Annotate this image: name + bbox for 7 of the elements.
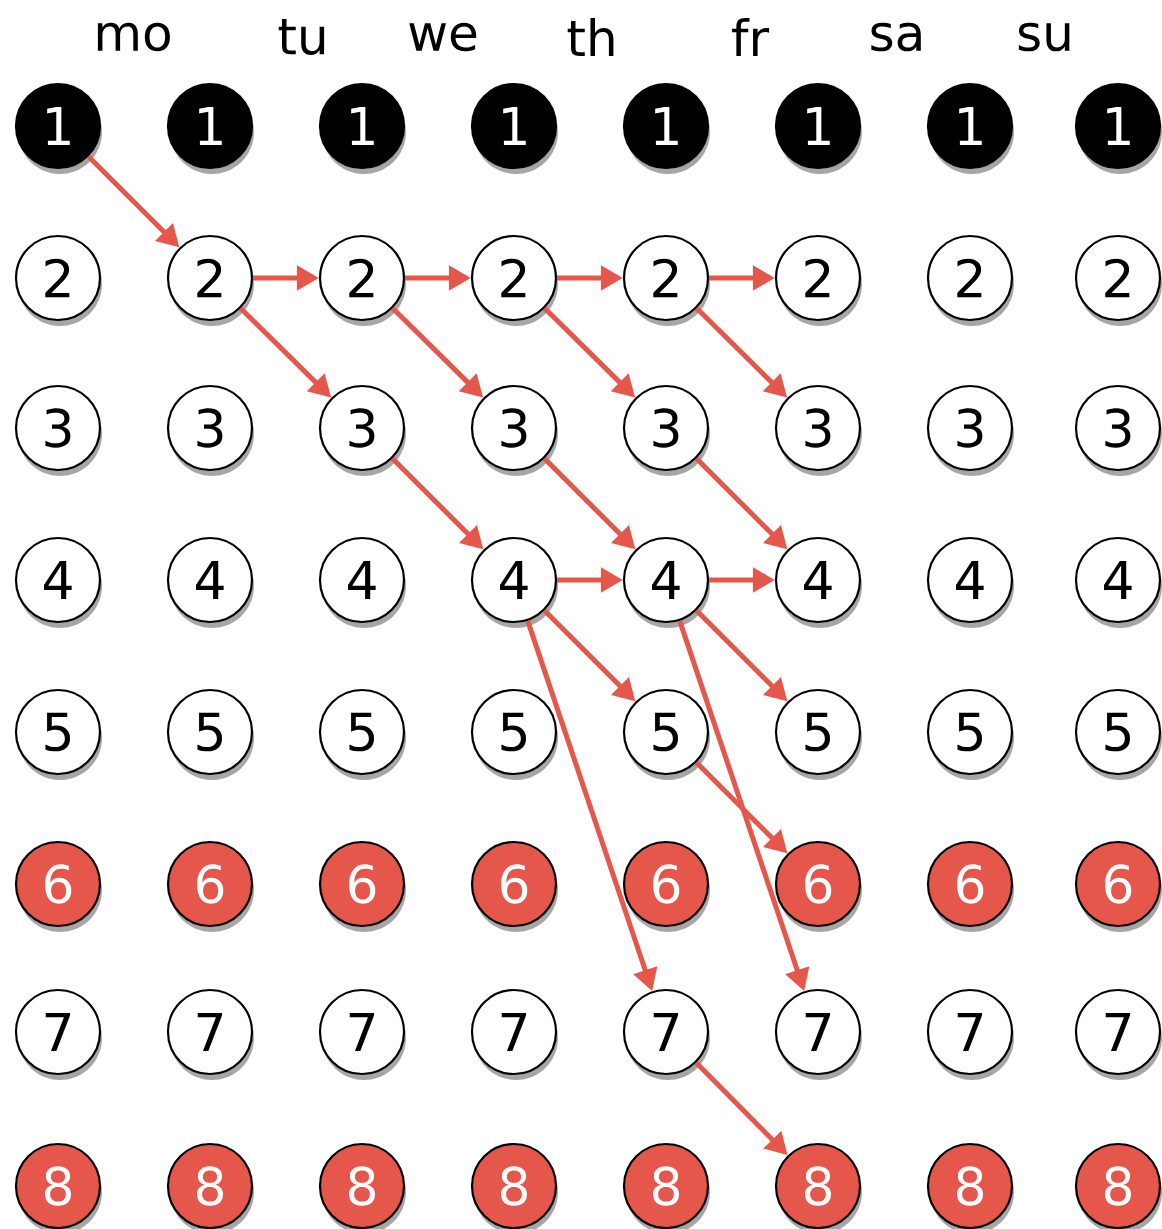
day-label: tu xyxy=(278,19,325,55)
day-label: fr xyxy=(732,18,770,56)
day-label: su xyxy=(1018,22,1070,52)
day-label: th xyxy=(567,18,614,56)
day-label: mo xyxy=(97,22,170,52)
day-label: sa xyxy=(871,22,921,52)
day-label: we xyxy=(409,22,477,52)
